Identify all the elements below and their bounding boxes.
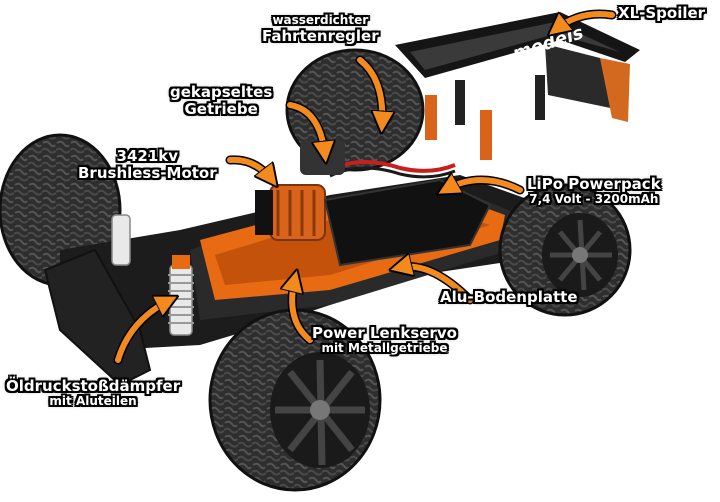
label-fahrtenregler-line1: wasserdichter [272, 13, 369, 27]
label-xl-spoiler: XL-Spoiler [618, 4, 706, 22]
rear-right-tire [498, 183, 632, 317]
label-xl-spoiler-text: XL-Spoiler [618, 4, 706, 22]
label-lenkservo-line2: mit Metallgetriebe [321, 341, 448, 356]
front-shock-absorber [111, 214, 194, 336]
label-motor: 3421kv Brushless-Motor [78, 147, 217, 183]
front-right-tire [208, 308, 382, 492]
label-lenkservo-line1: Power Lenkservo [312, 324, 457, 342]
label-lipo-line1: LiPo Powerpack [527, 175, 661, 193]
label-lipo: LiPo Powerpack 7,4 Volt - 3200mAh [527, 175, 661, 207]
label-lenkservo: Power Lenkservo mit Metallgetriebe [312, 324, 457, 356]
label-daempfer: Öldruckstoßdämpfer mit Aluteilen [6, 377, 181, 409]
label-getriebe-line2: Getriebe [184, 100, 258, 119]
label-bodenplatte: Alu-Bodenplatte [440, 288, 578, 306]
label-daempfer-line1: Öldruckstoßdämpfer [6, 377, 181, 395]
label-motor-line2: Brushless-Motor [78, 164, 217, 183]
label-motor-line1: 3421kv [116, 147, 179, 165]
label-getriebe: gekapseltes Getriebe [170, 83, 273, 119]
label-fahrtenregler: wasserdichter Fahrtenregler [262, 13, 379, 45]
callout-arrows [113, 9, 617, 365]
label-fahrtenregler-line2: Fahrtenregler [262, 26, 379, 45]
label-lipo-line2: 7,4 Volt - 3200mAh [529, 192, 659, 207]
label-bodenplatte-text: Alu-Bodenplatte [440, 288, 578, 306]
label-daempfer-line2: mit Aluteilen [49, 394, 137, 409]
label-getriebe-line1: gekapseltes [170, 83, 273, 101]
